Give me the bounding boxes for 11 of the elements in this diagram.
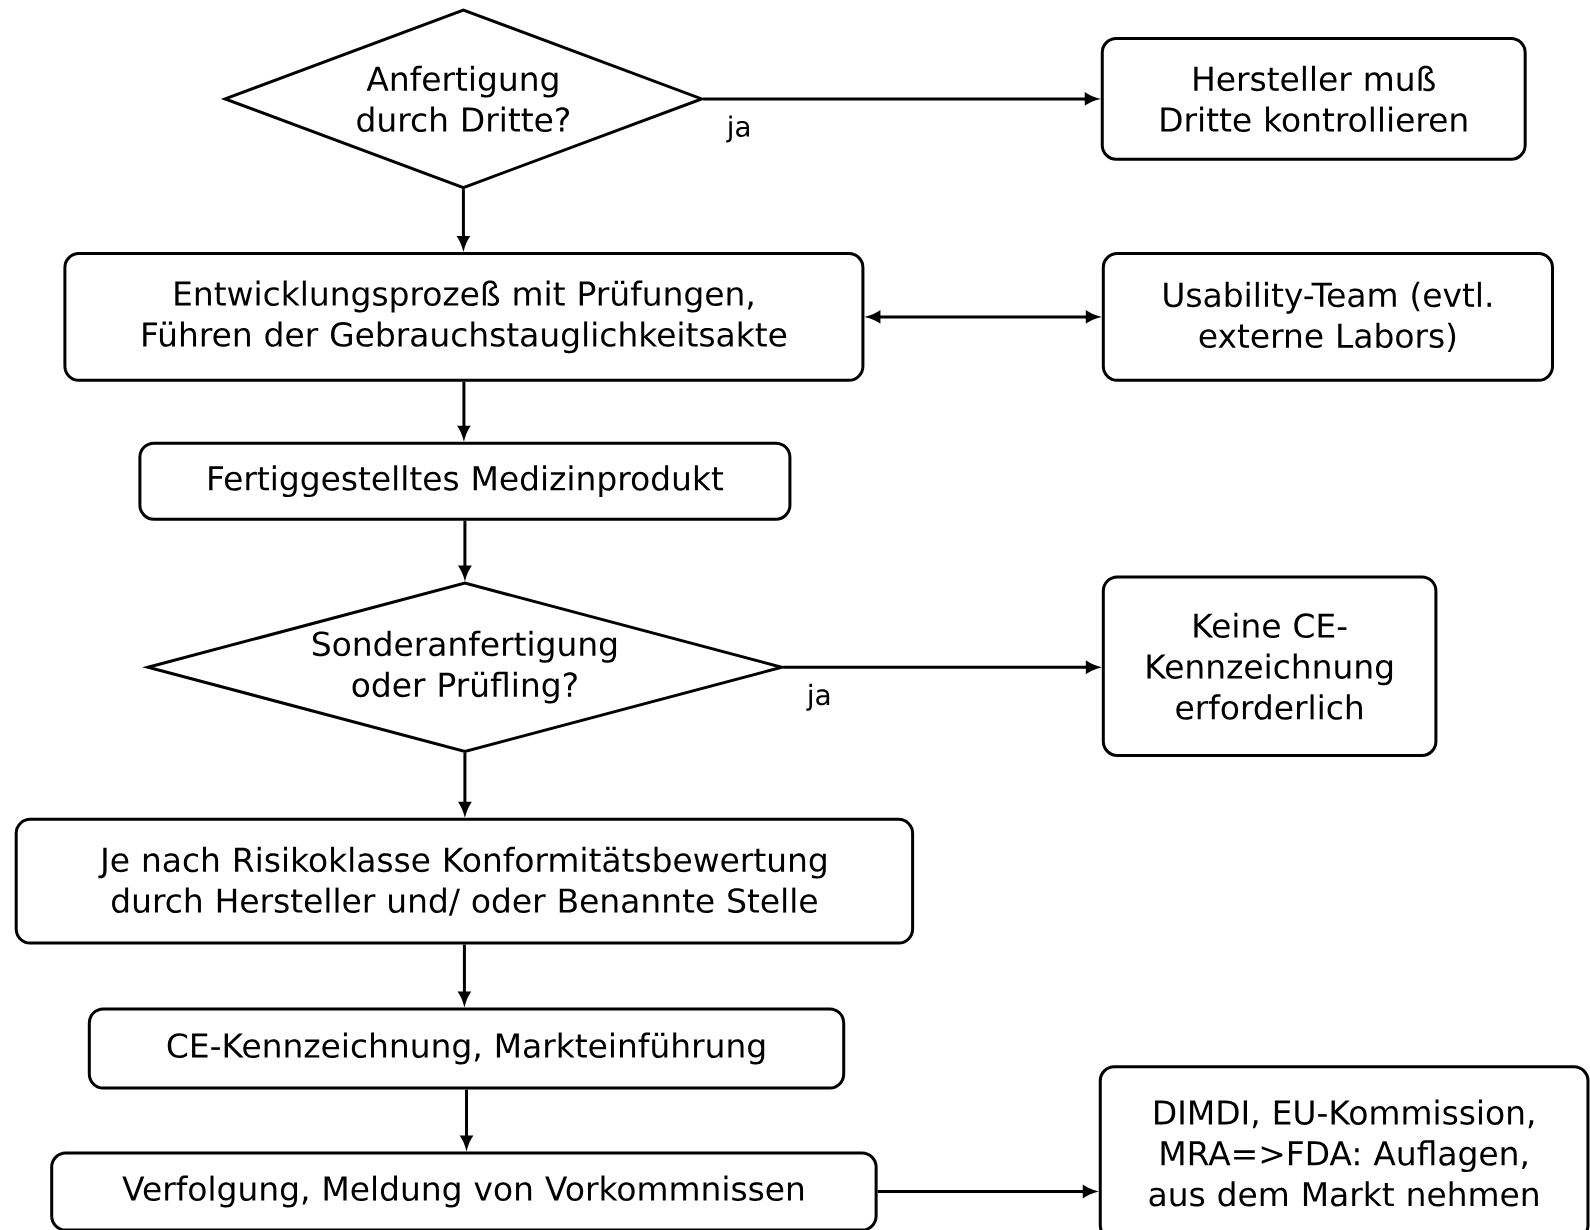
process-box: Entwicklungsprozeß mit Prüfungen, Führen der Gebrauchstauglichkeitsakte xyxy=(63,252,865,382)
process-box: Je nach Risikoklasse Konformitätsbewertung durch Hersteller und/ oder Benannte Stelle xyxy=(14,817,915,945)
process-box: Usability-Team (evtl. externe Labors) xyxy=(1101,252,1554,382)
process-box: DIMDI, EU-Kommission, MRA=>FDA: Auflagen, aus dem Markt nehmen xyxy=(1098,1065,1590,1230)
edge-label: ja xyxy=(724,113,754,145)
process-box: Fertiggestelltes Medizinprodukt xyxy=(138,441,792,521)
process-box: Keine CE-Kennzeichnung erforderlich xyxy=(1101,575,1438,757)
process-box: Verfolgung, Meldung von Vorkommnissen xyxy=(50,1151,878,1230)
process-box: CE-Kennzeichnung, Markteinführung xyxy=(87,1007,846,1090)
process-box: Hersteller muß Dritte kontrollieren xyxy=(1100,37,1527,161)
edge-label: ja xyxy=(804,681,834,713)
